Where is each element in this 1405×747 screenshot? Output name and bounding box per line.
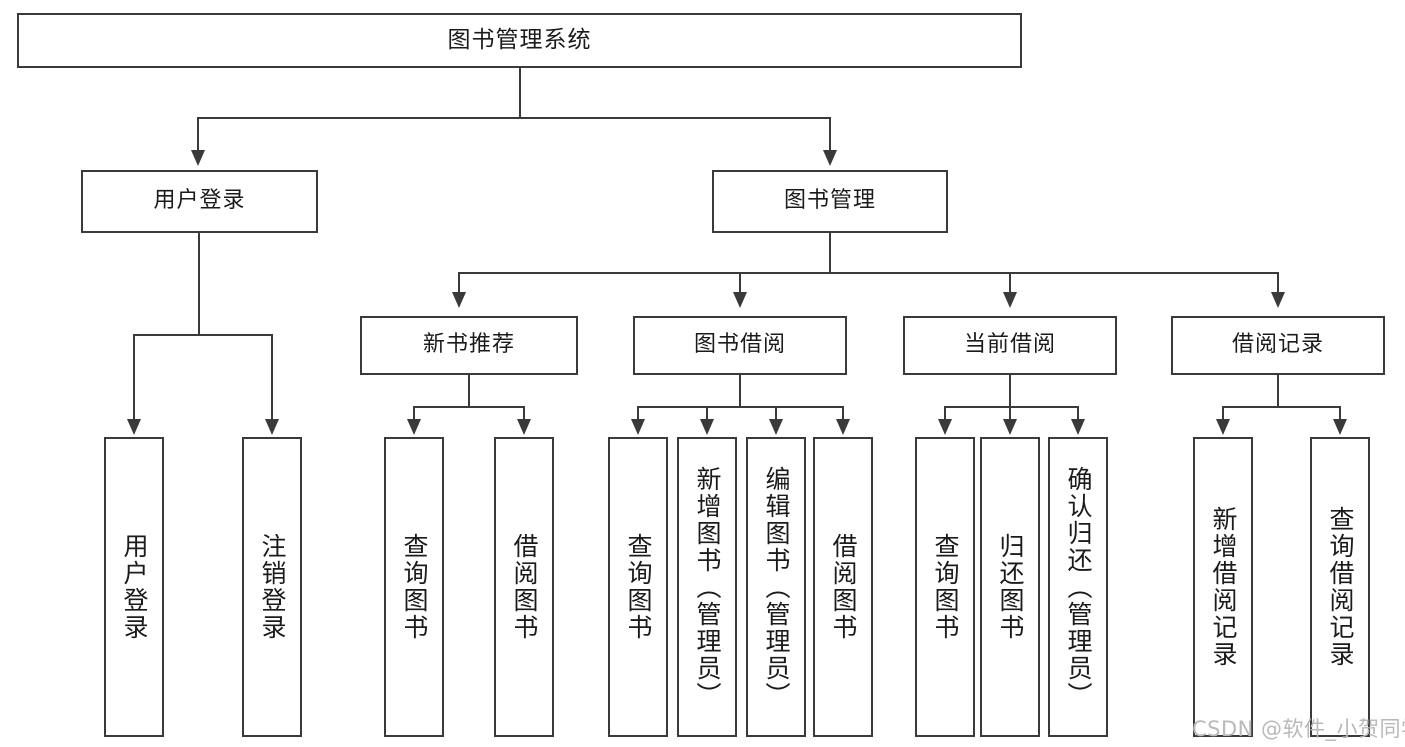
- leaf-book-borrow-edit-book-admin[interactable]: 编辑图书（管理员）: [746, 437, 806, 737]
- arrowhead-bm-to-current-borrow: [1003, 292, 1017, 308]
- connector-book-borrow-bus: [637, 406, 843, 408]
- node-label: 用户登录: [153, 188, 246, 214]
- connector-borrow-record-stem: [1277, 375, 1279, 407]
- connector-cb-to-leaf-3: [1077, 406, 1079, 421]
- leaf-current-borrow-confirm-return-admin[interactable]: 确认归还（管理员）: [1048, 437, 1108, 737]
- connector-current-borrow-stem: [1009, 375, 1011, 407]
- leaf-borrow-record-query-record[interactable]: 查询借阅记录: [1310, 437, 1370, 737]
- csdn-watermark: CSDN @软件_小贺同学: [1192, 717, 1405, 741]
- connector-user-login-stem: [198, 233, 200, 335]
- node-current-borrow[interactable]: 当前借阅: [903, 316, 1117, 375]
- arrowhead-root-to-book-management: [823, 150, 837, 166]
- arrowhead-bb-to-leaf-1: [631, 419, 645, 435]
- arrowhead-cb-to-leaf-1: [938, 419, 952, 435]
- leaf-new-book-query-book[interactable]: 查询图书: [384, 437, 444, 737]
- leaf-borrow-record-add-record[interactable]: 新增借阅记录: [1193, 437, 1253, 737]
- node-label: 当前借阅: [963, 332, 1056, 358]
- connector-cb-to-leaf-2: [1009, 406, 1011, 421]
- connector-user-login-to-leaf-1: [133, 334, 135, 421]
- connector-current-borrow-bus: [944, 406, 1078, 408]
- arrowhead-bb-to-leaf-3: [769, 419, 783, 435]
- node-label: 图书借阅: [693, 332, 786, 358]
- node-root-book-management-system[interactable]: 图书管理系统: [17, 13, 1022, 68]
- connector-nb-to-leaf-2: [523, 406, 525, 421]
- connector-bm-to-current-borrow: [1009, 272, 1011, 294]
- connector-book-management-bus: [458, 272, 1278, 274]
- leaf-current-borrow-return-book[interactable]: 归还图书: [980, 437, 1040, 737]
- connector-new-book-bus: [413, 406, 523, 408]
- arrowhead-user-login-to-leaf-1: [127, 419, 141, 435]
- node-label: 借阅记录: [1231, 332, 1324, 358]
- node-label: 借阅图书: [829, 533, 858, 641]
- arrowhead-cb-to-leaf-3: [1071, 419, 1085, 435]
- connector-user-login-to-leaf-2: [271, 334, 273, 421]
- node-label: 新增图书（管理员）: [693, 465, 722, 709]
- connector-bb-to-leaf-3: [775, 406, 777, 421]
- connector-bm-to-borrow-record: [1277, 272, 1279, 294]
- connector-br-to-leaf-2: [1339, 406, 1341, 421]
- node-label: 编辑图书（管理员）: [762, 465, 791, 709]
- connector-new-book-stem: [468, 375, 470, 407]
- node-label: 归还图书: [996, 533, 1025, 641]
- connector-bm-to-new-book: [458, 272, 460, 294]
- node-label: 查询图书: [624, 533, 653, 641]
- connector-book-borrow-stem: [739, 375, 741, 407]
- arrowhead-bm-to-new-book: [452, 292, 466, 308]
- arrowhead-nb-to-leaf-2: [517, 419, 531, 435]
- arrowhead-br-to-leaf-1: [1216, 419, 1230, 435]
- node-label: 注销登录: [258, 533, 287, 641]
- node-new-book-recommend[interactable]: 新书推荐: [360, 316, 578, 375]
- node-label: 查询图书: [400, 533, 429, 641]
- connector-root-bus: [197, 117, 831, 119]
- node-book-borrow[interactable]: 图书借阅: [633, 316, 847, 375]
- connector-book-management-stem: [829, 233, 831, 273]
- node-label: 借阅图书: [510, 533, 539, 641]
- connector-bm-to-book-borrow: [739, 272, 741, 294]
- connector-bb-to-leaf-1: [637, 406, 639, 421]
- arrowhead-bm-to-borrow-record: [1271, 292, 1285, 308]
- node-label: 新增借阅记录: [1209, 506, 1238, 668]
- leaf-book-borrow-borrow-book[interactable]: 借阅图书: [813, 437, 873, 737]
- connector-root-stem: [519, 68, 521, 118]
- node-book-management[interactable]: 图书管理: [712, 170, 948, 233]
- arrowhead-cb-to-leaf-2: [1003, 419, 1017, 435]
- connector-root-to-user-login: [197, 117, 199, 153]
- connector-bb-to-leaf-2: [706, 406, 708, 421]
- node-label: 新书推荐: [422, 332, 515, 358]
- leaf-book-borrow-query-book[interactable]: 查询图书: [608, 437, 668, 737]
- node-label: 查询借阅记录: [1326, 506, 1355, 668]
- node-label: 确认归还（管理员）: [1064, 465, 1093, 709]
- connector-br-to-leaf-1: [1222, 406, 1224, 421]
- node-user-login[interactable]: 用户登录: [81, 170, 318, 233]
- connector-user-login-bus: [133, 334, 272, 336]
- connector-bb-to-leaf-4: [842, 406, 844, 421]
- connector-borrow-record-bus: [1222, 406, 1339, 408]
- node-label: 查询图书: [931, 533, 960, 641]
- leaf-current-borrow-query-book[interactable]: 查询图书: [915, 437, 975, 737]
- leaf-book-borrow-add-book-admin[interactable]: 新增图书（管理员）: [677, 437, 737, 737]
- node-borrow-record[interactable]: 借阅记录: [1171, 316, 1385, 375]
- leaf-user-login-logout[interactable]: 注销登录: [242, 437, 302, 737]
- connector-nb-to-leaf-1: [413, 406, 415, 421]
- connector-root-to-book-management: [829, 117, 831, 153]
- connector-cb-to-leaf-1: [944, 406, 946, 421]
- node-label: 用户登录: [120, 533, 149, 641]
- arrowhead-br-to-leaf-2: [1333, 419, 1347, 435]
- node-label: 图书管理系统: [447, 26, 592, 53]
- arrowhead-bb-to-leaf-2: [700, 419, 714, 435]
- arrowhead-user-login-to-leaf-2: [265, 419, 279, 435]
- arrowhead-nb-to-leaf-1: [407, 419, 421, 435]
- arrowhead-bb-to-leaf-4: [836, 419, 850, 435]
- leaf-user-login-login[interactable]: 用户登录: [104, 437, 164, 737]
- node-label: 图书管理: [783, 188, 876, 214]
- leaf-new-book-borrow-book[interactable]: 借阅图书: [494, 437, 554, 737]
- arrowhead-bm-to-book-borrow: [733, 292, 747, 308]
- arrowhead-root-to-user-login: [191, 150, 205, 166]
